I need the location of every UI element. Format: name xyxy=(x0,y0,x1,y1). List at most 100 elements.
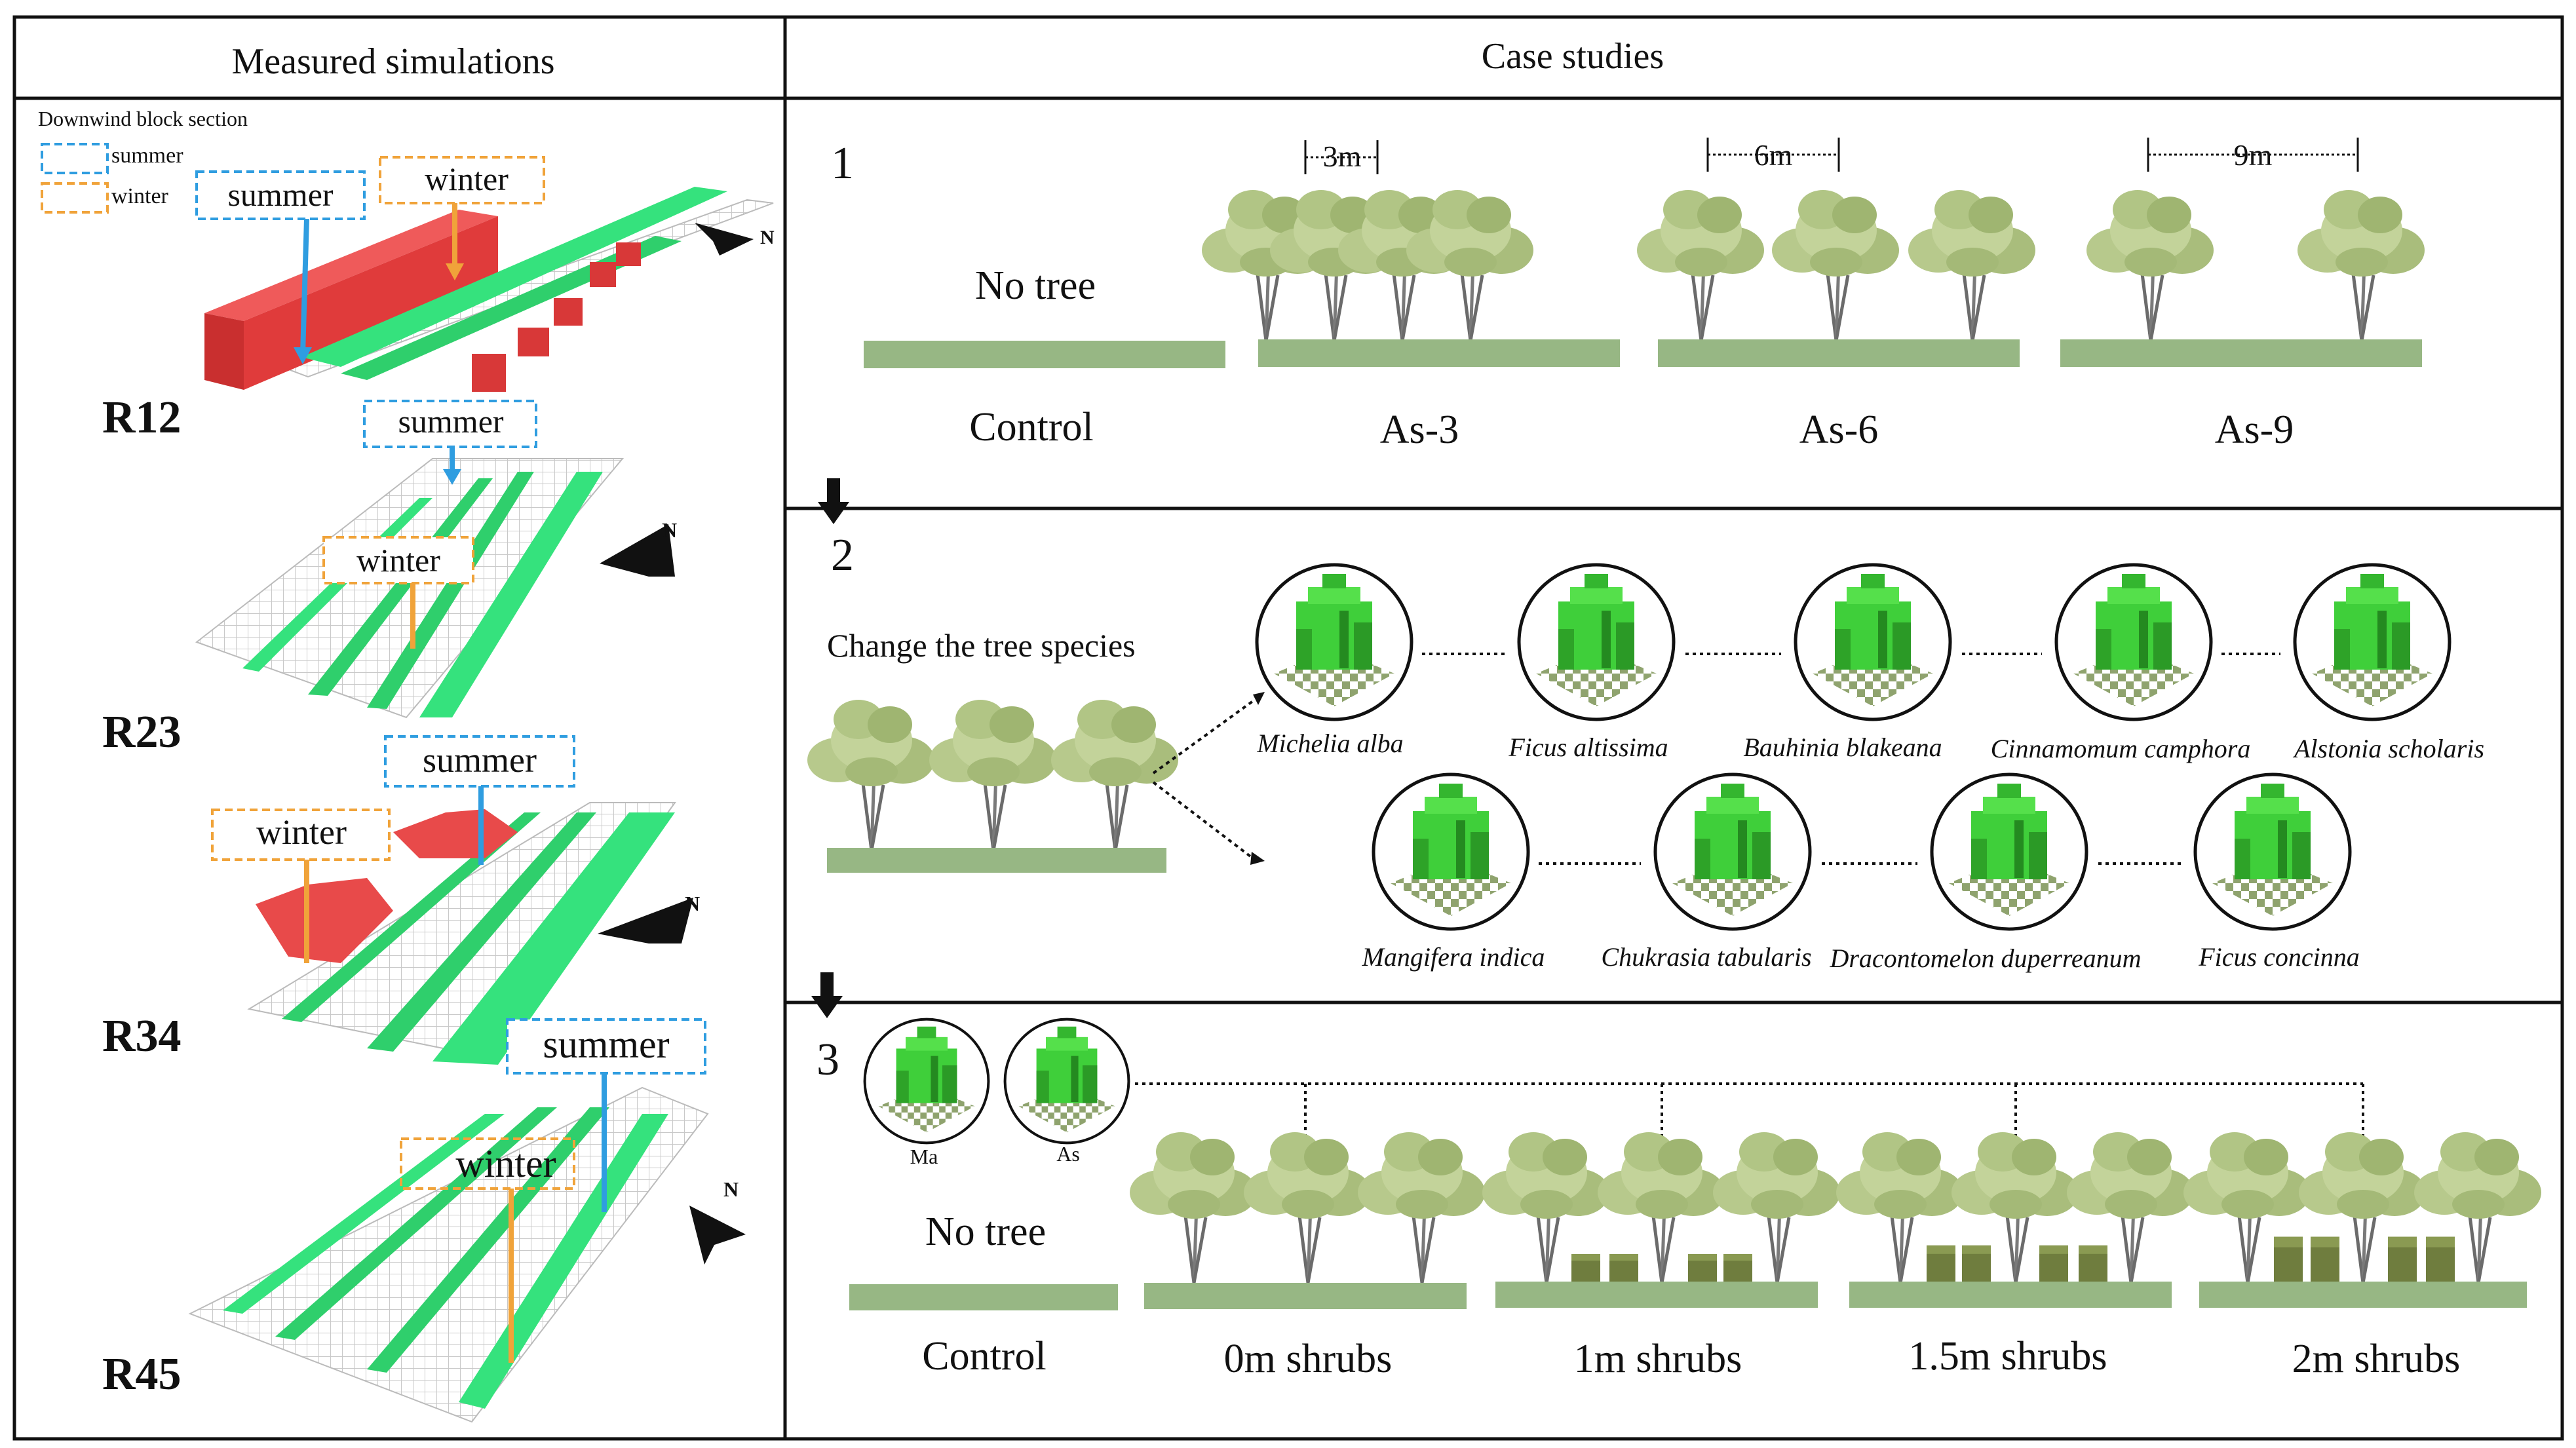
outer-frame xyxy=(12,15,2564,1441)
as-icon xyxy=(1005,1019,1129,1143)
r34-summer-box xyxy=(384,735,575,788)
r34-ground-grid xyxy=(247,802,676,1059)
r23-ground-grid xyxy=(195,458,625,719)
case3-number: 3 xyxy=(817,1035,839,1085)
r12-red-small-2 xyxy=(518,328,549,356)
r12-building-top xyxy=(204,210,498,321)
case1-number: 1 xyxy=(831,138,854,189)
s1-label: 1m shrubs xyxy=(1574,1337,1742,1381)
down-arrow-icon-1 xyxy=(818,478,849,524)
s0-tree-3 xyxy=(1358,1132,1485,1283)
case2-branch-up-head xyxy=(1253,692,1265,705)
r34-summer-label: summer xyxy=(423,740,537,780)
s0-tree-1 xyxy=(1130,1132,1257,1283)
r12-winter-label: winter xyxy=(425,161,509,197)
r23-north-label: N xyxy=(662,518,677,542)
r34-winter-box xyxy=(211,809,391,861)
species-dracontomelon-duperreanum: Dracontomelon duperreanum xyxy=(1829,943,2141,973)
s15-label: 1.5m shrubs xyxy=(1908,1334,2107,1379)
case3-control-label: Control xyxy=(922,1334,1046,1379)
site-r45: summer winter N R45 xyxy=(102,1018,746,1423)
r45-site-label: R45 xyxy=(102,1349,182,1400)
case-1: 1 No tree Control 3m As-3 6m As-6 9m As- xyxy=(831,138,2425,452)
as-label: As xyxy=(1056,1142,1080,1166)
s1-shrub-4 xyxy=(1723,1254,1752,1283)
r23-summer-box xyxy=(363,400,537,448)
down-arrow-icon-2 xyxy=(811,972,843,1018)
dracontomelon-duperreanum-icon xyxy=(1932,774,2086,929)
species-cinnamomum-camphora: Cinnamomum camphora xyxy=(1991,734,2251,763)
r23-north-arrow-icon xyxy=(600,524,675,577)
case2-tree-1 xyxy=(807,700,934,850)
case3-no-tree-label: No tree xyxy=(925,1210,1046,1254)
legend-summer-swatch xyxy=(41,143,109,174)
as6-spacing-label: 6m xyxy=(1754,138,1793,172)
r34-red-mass-1 xyxy=(256,878,393,963)
as9-ground xyxy=(2060,339,2422,367)
michelia-alba-icon xyxy=(1257,565,1412,719)
ficus-concinna-icon xyxy=(2195,774,2350,929)
r12-red-small-3 xyxy=(554,298,583,326)
as3-ground xyxy=(1258,339,1620,367)
as6-label: As-6 xyxy=(1799,408,1879,452)
chukrasia-tabularis-icon xyxy=(1655,774,1810,929)
ficus-altissima-icon xyxy=(1519,565,1674,719)
as6-tree-1 xyxy=(1637,190,1764,341)
r23-summer-arrowhead xyxy=(443,469,461,485)
r45-north-arrow-icon xyxy=(689,1206,746,1265)
header-right: Case studies xyxy=(1482,36,1664,77)
case3-control-ground xyxy=(849,1284,1118,1310)
r34-north-arrow-icon xyxy=(598,898,693,943)
r23-summer-label: summer xyxy=(398,403,503,440)
as9-tree-2 xyxy=(2297,190,2425,341)
r34-red-mass-2 xyxy=(393,809,518,858)
site-r34: summer winter N R34 xyxy=(102,735,700,1065)
legend-summer-label: summer xyxy=(111,143,183,168)
r12-building-side xyxy=(244,216,498,390)
s15-shrub-3 xyxy=(2039,1245,2068,1283)
alstonia-scholaris-icon xyxy=(2295,565,2450,719)
r12-north-label: N xyxy=(760,227,775,248)
r12-red-small-4 xyxy=(590,262,616,287)
as3-label: As-3 xyxy=(1380,408,1459,452)
s2-shrub-1 xyxy=(2274,1236,2303,1283)
as6-ground xyxy=(1658,339,2020,367)
mangifera-indica-icon xyxy=(1374,774,1528,929)
header-left: Measured simulations xyxy=(231,41,554,82)
case2-branch-down xyxy=(1152,781,1254,860)
cinnamomum-camphora-icon xyxy=(2056,565,2211,719)
case1-control-ground xyxy=(864,341,1225,368)
ma-icon xyxy=(865,1019,989,1143)
s15-shrub-4 xyxy=(2079,1245,2107,1283)
species-alstonia-scholaris: Alstonia scholaris xyxy=(2292,734,2484,763)
as6-tree-2 xyxy=(1772,190,1899,341)
site-r12: summer winter N R12 xyxy=(102,156,775,443)
r12-summer-arrow xyxy=(300,218,309,354)
r12-green-block xyxy=(301,187,727,367)
case1-control-label: Control xyxy=(969,405,1093,449)
species-chukrasia-tabularis: Chukrasia tabularis xyxy=(1601,942,1811,972)
r34-north-label: N xyxy=(685,892,700,915)
s2-label: 2m shrubs xyxy=(2292,1337,2461,1381)
r45-green-strip-3 xyxy=(275,1107,557,1340)
r12-red-small-1 xyxy=(472,354,506,392)
case2-tree-2 xyxy=(929,700,1056,850)
r12-summer-box xyxy=(195,170,366,220)
s0-ground xyxy=(1144,1283,1467,1309)
as9-spacing-label: 9m xyxy=(2234,138,2273,172)
r12-north-arrow-icon xyxy=(695,223,754,256)
case2-title: Change the tree species xyxy=(827,627,1136,664)
species-bauhinia-blakeana: Bauhinia blakeana xyxy=(1743,733,1942,762)
ma-label: Ma xyxy=(910,1145,938,1168)
r12-building-front xyxy=(204,313,244,390)
r34-site-label: R34 xyxy=(102,1011,182,1061)
r23-green-strip-2 xyxy=(367,472,534,709)
r34-green-strip-3 xyxy=(282,812,541,1022)
legend-winter-label: winter xyxy=(111,184,169,208)
case2-number: 2 xyxy=(831,530,854,581)
case2-ground xyxy=(827,848,1166,873)
case2-branch-up xyxy=(1152,700,1254,774)
s15-shrub-1 xyxy=(1927,1245,1955,1283)
r23-winter-label: winter xyxy=(356,542,440,579)
r23-site-label: R23 xyxy=(102,707,182,757)
